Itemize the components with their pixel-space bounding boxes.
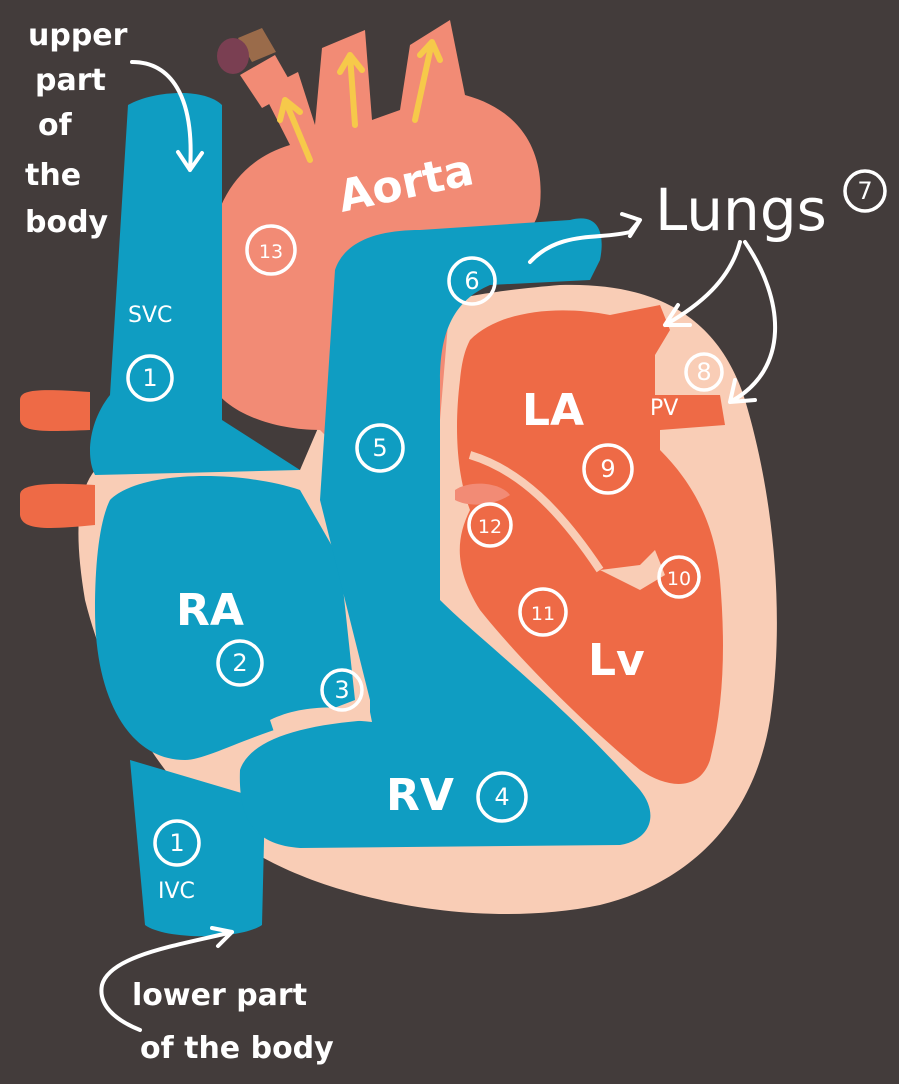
left-vessel-upper: [20, 390, 90, 431]
vessel-tip: [217, 38, 249, 74]
marker-number: 7: [857, 177, 872, 205]
marker-number: 1: [169, 829, 184, 857]
upper-body-annotation: upper part of the body: [25, 18, 128, 240]
marker-number: 5: [372, 434, 387, 462]
marker-number: 2: [232, 649, 247, 677]
marker-number: 9: [600, 455, 615, 483]
lv-label: Lv: [588, 635, 645, 686]
marker-number: 13: [259, 241, 283, 263]
marker-number: 1: [142, 364, 157, 392]
svg-text:of the body: of the body: [140, 1031, 334, 1066]
marker-number: 8: [696, 358, 711, 386]
marker-number: 11: [531, 603, 555, 625]
svg-text:lower part: lower part: [132, 978, 307, 1013]
svg-text:of: of: [38, 108, 73, 143]
marker-number: 3: [334, 676, 349, 704]
lower-body-annotation: lower part of the body: [132, 978, 334, 1066]
marker-number: 12: [478, 516, 502, 538]
ivc-label: IVC: [158, 879, 195, 904]
svg-text:part: part: [35, 63, 106, 98]
svg-text:body: body: [25, 205, 109, 240]
marker-number: 6: [464, 267, 479, 295]
left-vessel-lower: [20, 484, 95, 528]
marker-number: 4: [494, 783, 509, 811]
svg-text:upper: upper: [28, 18, 128, 53]
rv-label: RV: [386, 770, 454, 821]
ra-label: RA: [176, 585, 244, 636]
pv-label: PV: [650, 396, 678, 421]
marker-lungs: 7: [845, 171, 885, 211]
la-label: LA: [522, 385, 584, 436]
marker-number: 10: [667, 568, 691, 590]
svc-label: SVC: [128, 303, 172, 328]
svg-text:the: the: [25, 158, 81, 193]
lungs-label: Lungs: [655, 176, 827, 244]
